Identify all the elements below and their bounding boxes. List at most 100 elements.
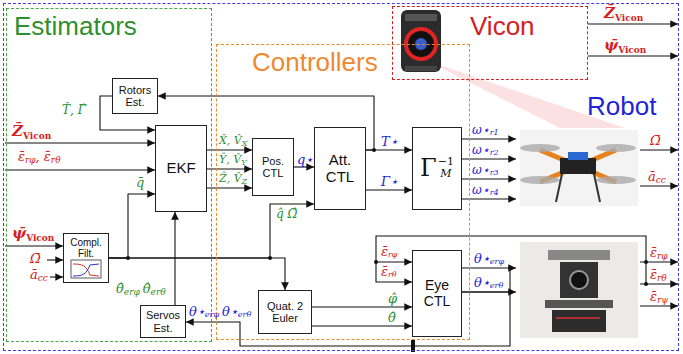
signal-label: θ̂ [116, 282, 124, 295]
signal-connector [207, 168, 252, 169]
drone-illustration [520, 130, 638, 206]
signal-label: θ̂ [143, 282, 151, 295]
signal-wire [5, 24, 678, 306]
signal-label: θ⋆ [222, 305, 238, 318]
mixer-symbol: Γ [420, 155, 437, 181]
region-title: Vicon [470, 12, 535, 41]
signal-label: erφ [124, 288, 140, 297]
signal-wire [640, 149, 678, 150]
signal-label: rφ [388, 251, 397, 259]
eye-illustration [570, 271, 588, 289]
vicon-camera [401, 10, 441, 72]
signal-label: rθ [657, 274, 667, 283]
filter-icon [71, 260, 101, 278]
estimators-region: EstimatorsRotors Est. EKF Compl. Filt. Serv… [6, 8, 212, 342]
signal-label: Z [242, 178, 248, 186]
filter-box: Compl. Filt. [63, 233, 109, 283]
signal-label: ε̄ [18, 150, 25, 163]
signal-label: θ̂ [388, 311, 396, 324]
box-label: Servos Est. [144, 309, 182, 333]
box-label: Eye CTL [416, 278, 458, 309]
junction-dot [508, 266, 512, 270]
signal-label: Vicon [26, 234, 54, 243]
signal-label: rφ [657, 252, 668, 261]
signal-label: , ε̄ [36, 150, 51, 163]
signal-label: rθ [388, 271, 397, 279]
signal-label: T⋆ [381, 135, 398, 148]
signal-label: Vicon [23, 132, 51, 141]
signal-label: Ω̄ [650, 134, 661, 147]
signal-wire [640, 185, 678, 186]
signal-label: ω⋆ [472, 144, 490, 156]
vicon-region: Vicon [392, 6, 588, 80]
signal-label: ā [30, 268, 38, 281]
signal-label: Ŷ, V̂ [219, 154, 241, 165]
drone-illustration [568, 152, 588, 160]
signal-wire [462, 158, 516, 159]
drone-illustration [594, 174, 600, 202]
signal-label: cc [38, 274, 48, 283]
math-row: Γ−1M [420, 155, 454, 181]
box-label: Quat. 2 Euler [262, 300, 308, 324]
signal-label: erφ [205, 311, 219, 319]
signal-label: rφ [25, 156, 36, 165]
signal-label: X̂, V̂ [219, 135, 242, 146]
signal-label: T̂, Γ̂ [62, 104, 86, 116]
signal-label: erθ [490, 282, 503, 290]
signal-label: ψ̄ [604, 38, 618, 53]
junction-dot [374, 260, 378, 264]
signal-label: erφ [490, 258, 504, 266]
signal-connector [109, 258, 285, 290]
vicon-camera [401, 10, 441, 72]
filter-icon [63, 233, 109, 283]
signal-connector [207, 149, 252, 150]
filter-icon [73, 264, 99, 276]
estimator-box: Servos Est. [140, 305, 186, 338]
signal-label: ω⋆ [472, 164, 490, 176]
signal-label: Z̄ [604, 6, 615, 21]
junction-dot [644, 282, 648, 286]
eye-illustration [520, 242, 638, 338]
signal-label: θ⋆ [189, 305, 205, 318]
eye-illustration [560, 262, 598, 298]
signal-label: Vicon [615, 14, 643, 23]
signal-label: ψ̄ [12, 226, 26, 241]
signal-connector [312, 325, 412, 326]
filter-icon [63, 233, 109, 283]
vicon-camera [405, 14, 437, 21]
signal-connector [174, 212, 175, 305]
signal-label: erθ [151, 288, 166, 297]
vicon-camera [405, 66, 437, 71]
signal-connector [312, 306, 412, 307]
controller-box: Eye CTL [412, 250, 462, 337]
signal-wire [5, 169, 155, 170]
drone-illustration [596, 144, 636, 152]
signal-label: ε̄ [381, 245, 388, 258]
eye-illustration [552, 310, 606, 332]
superscript: −1 [438, 156, 454, 168]
signal-label: Ω̄ [30, 252, 41, 265]
signal-wire [462, 267, 516, 268]
drone-illustration [520, 144, 560, 152]
signal-wire [50, 276, 63, 277]
signal-wire [588, 23, 678, 24]
signal-label: ω⋆ [472, 184, 490, 196]
subscript: M [438, 168, 454, 180]
signal-wire [588, 55, 678, 56]
script-column: −1M [438, 156, 454, 180]
signal-label: Ẑ, V̂ [219, 173, 242, 184]
region-title: Estimators [14, 12, 137, 41]
box-label: Pos. CTL [256, 155, 290, 179]
signal-connector [366, 189, 412, 190]
signal-connector [294, 166, 314, 167]
signal-connector [207, 187, 252, 188]
junction-dot [644, 260, 648, 264]
signal-label: ε̄ [650, 246, 657, 259]
box-label: EKF [166, 160, 195, 177]
drone-illustration [520, 176, 560, 184]
box-label: Rotors Est. [116, 84, 154, 108]
signal-label: r3 [490, 169, 499, 177]
drone-illustration [520, 130, 638, 206]
signal-wire [376, 261, 412, 262]
box-label: Compl. Filt. [67, 237, 105, 259]
